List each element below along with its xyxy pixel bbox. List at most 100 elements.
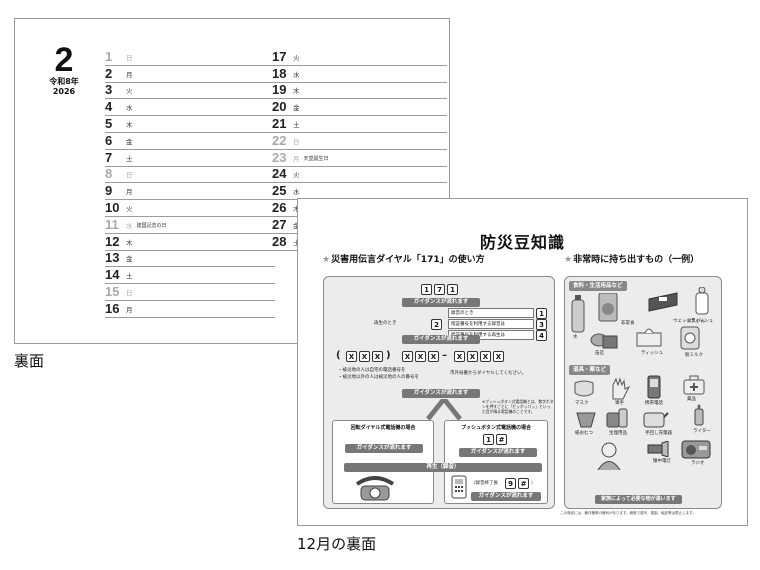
dial-section-heading: ★災害用伝言ダイヤル「171」の使い方	[322, 252, 485, 265]
digit-x: X	[402, 351, 413, 362]
record-note: 録音のとき	[448, 308, 534, 318]
weekday: 水	[126, 104, 133, 113]
water-bottle-icon	[571, 295, 585, 333]
play-label: 再生のとき	[374, 321, 397, 326]
weekday: 火	[126, 204, 133, 213]
day-number: 21	[272, 115, 287, 131]
digit-x: X	[467, 351, 478, 362]
key-1: 1	[421, 284, 432, 295]
weekday: 月	[126, 188, 133, 197]
guidance-bar: ガイダンスが流れます	[402, 335, 480, 344]
instruction-line-right: 市外局番からダイヤルしてください。	[450, 371, 527, 376]
weekday: 金	[293, 222, 300, 233]
playback-bar: 再生（録音）	[344, 463, 542, 472]
push-phone-panel: プッシュボタン式電話機の場合 1 # ガイダンスが流れます （録音終了後 9 #…	[444, 420, 548, 504]
month-number: 2	[54, 41, 74, 79]
radio-icon	[681, 440, 711, 459]
calendar-day-row: 10 火	[105, 200, 275, 217]
items-section-heading-text: 非常時に持ち出すもの（一例）	[573, 255, 700, 265]
calendar-day-row: 18 水	[272, 66, 447, 83]
weekday: 日	[293, 137, 300, 146]
calendar-day-row: 16 月	[105, 301, 275, 318]
day-number: 9	[105, 183, 113, 199]
day-number: 17	[272, 48, 287, 64]
item-label: ほ乳びん	[687, 319, 705, 324]
digit-x: X	[493, 351, 504, 362]
weekday: 月	[126, 305, 133, 314]
era-year: 令和8年	[49, 77, 79, 86]
mask-icon	[574, 380, 594, 397]
weekday: 金	[126, 137, 133, 146]
paren-open: (	[336, 350, 341, 361]
weekday: 金	[293, 104, 300, 113]
year: 2026	[52, 87, 76, 96]
powdered-milk-icon	[680, 326, 700, 350]
day-number: 27	[272, 216, 287, 232]
weekday: 火	[126, 87, 133, 96]
key-3: 3	[536, 319, 547, 330]
key-1: 1	[447, 284, 458, 295]
paren-close: )	[386, 350, 391, 361]
day-number: 10	[105, 199, 120, 215]
weekday: 水	[293, 70, 300, 79]
day-number: 11	[105, 216, 119, 232]
day-number: 18	[272, 65, 287, 81]
lighter-icon	[694, 404, 704, 426]
weekday: 木	[126, 238, 133, 247]
dial-section-heading-text: 災害用伝言ダイヤル「171」の使い方	[331, 255, 485, 265]
guidance-bar: ガイダンスが流れます	[471, 492, 541, 501]
instruction-line-1: ・被災地の人は自宅の電話番号を	[338, 368, 406, 373]
item-label: 生理用品	[609, 431, 627, 436]
day-number: 8	[105, 166, 113, 182]
dial-instructions-box: 1 7 1 ガイダンスが流れます 録音のとき 1 暗証番号を利用する録音は 3 …	[323, 276, 555, 509]
key-4: 4	[536, 330, 547, 341]
emergency-food-icon	[598, 293, 618, 322]
star-icon: ★	[322, 255, 331, 265]
day-number: 13	[105, 250, 120, 266]
key-hash: #	[518, 478, 529, 489]
weekday: 月	[293, 154, 300, 163]
digit-x: X	[346, 351, 357, 362]
rotary-title: 回転ダイヤル式電話機の場合	[350, 425, 416, 431]
rotary-phone-panel: 回転ダイヤル式電話機の場合 ガイダンスが流れます	[332, 420, 434, 504]
item-label: 粉ミルク	[685, 353, 703, 358]
day-number: 16	[105, 300, 120, 316]
weekday: 土	[126, 154, 133, 163]
day-number: 3	[105, 82, 113, 98]
day-number: 25	[272, 183, 287, 199]
push-title: プッシュボタン式電話機の場合	[460, 425, 531, 431]
item-label: 缶詰	[595, 351, 604, 356]
person-figure-icon	[597, 442, 621, 471]
item-label: ラジオ	[691, 461, 705, 466]
record-pass-note: 暗証番号を利用する録音は	[448, 319, 534, 329]
medicine-icon	[606, 408, 628, 428]
push-button-note: ※プッシュボタン式電話機とは、数字ボタンを押すごとに「ピッポッパッ」といった音が…	[482, 399, 554, 414]
day-number: 12	[105, 233, 120, 249]
weekday: 木	[293, 87, 300, 96]
day-number: 2	[105, 65, 113, 81]
item-label: 薬品	[687, 397, 696, 402]
weekday: 土	[293, 239, 300, 250]
weekday: 火	[293, 53, 300, 62]
wet-tissue-icon	[648, 292, 678, 312]
food-heading: 食料・生活用品など	[569, 281, 627, 291]
digit-x: X	[480, 351, 491, 362]
key-7: 7	[434, 284, 445, 295]
guidance-bar: ガイダンスが流れます	[402, 389, 480, 398]
emergency-items-box: 食料・生活用品など ウェットティッシュ ほ乳	[564, 276, 722, 509]
weekday: 水	[126, 221, 133, 230]
